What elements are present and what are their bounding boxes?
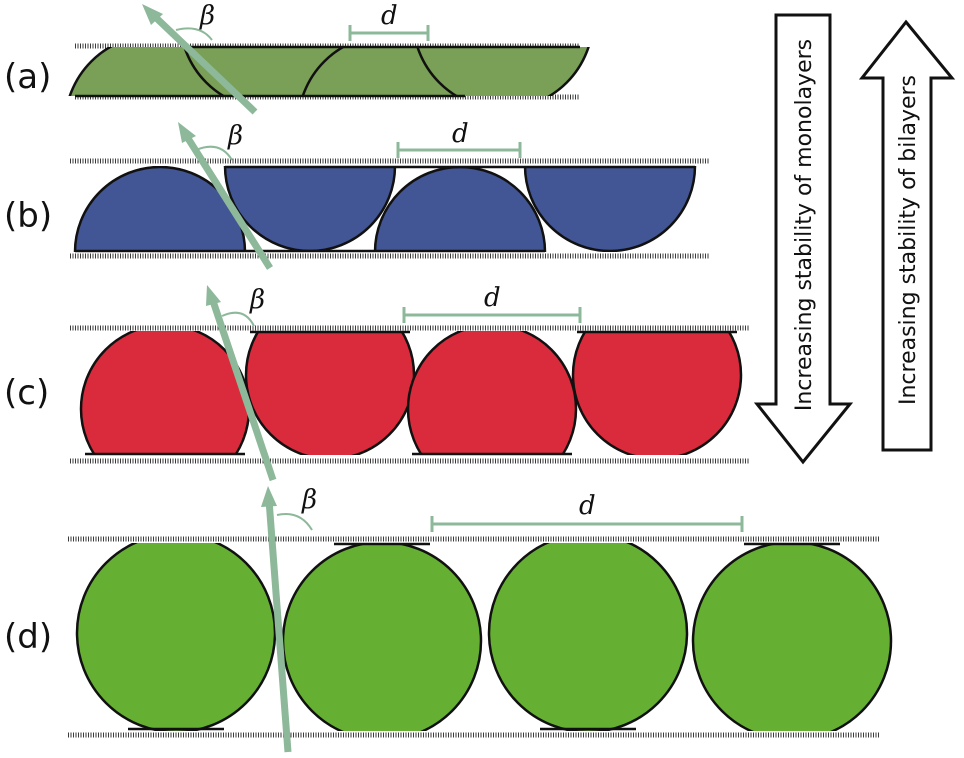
panel-b: (b) β d (4, 119, 710, 270)
panel-d: (d) β d (4, 485, 893, 753)
particle-d3 (487, 543, 689, 731)
particle-b1 (73, 166, 247, 252)
particle-c1 (79, 331, 251, 455)
beta-label-c: β (249, 285, 265, 315)
beta-label-b: β (227, 121, 243, 151)
particle-a4 (416, 47, 590, 96)
panel-label-a: (a) (4, 57, 51, 97)
angle-arc-d (276, 513, 313, 531)
d-label-a: d (381, 1, 398, 31)
particle-c4 (571, 331, 743, 455)
tilt-arrow-d (265, 499, 292, 753)
tilt-arrow-b (181, 130, 273, 270)
panel-a: (a) β d (4, 1, 590, 115)
particle-d1 (75, 543, 277, 731)
d-label-c: d (484, 283, 501, 313)
down-arrow-shape (753, 13, 854, 465)
tilt-arrowhead-d (261, 486, 277, 507)
angle-arc-a (175, 27, 213, 41)
stability-arrow-down: Increasing stability of monolayers (753, 13, 854, 465)
panel-label-b: (b) (4, 196, 52, 236)
particle-c2 (244, 331, 416, 455)
panel-c: (c) β d (4, 283, 750, 482)
tilt-arrowhead-c (206, 285, 221, 306)
beta-label-a: β (199, 1, 215, 31)
tilt-arrow-a (147, 9, 258, 115)
beta-label-d: β (301, 485, 317, 515)
tilt-arrowhead-a (142, 4, 163, 25)
d-label-b: d (452, 119, 469, 149)
monolayers-label: Increasing stability of monolayers (792, 39, 817, 411)
stability-arrow-up: Increasing stability of bilayers (858, 19, 956, 452)
bilayers-label: Increasing stability of bilayers (896, 75, 921, 405)
particle-d2 (281, 543, 483, 731)
up-arrow-shape (858, 19, 956, 452)
panel-label-d: (d) (4, 617, 52, 657)
tilt-arrowhead-b (178, 122, 196, 143)
panel-label-c: (c) (4, 373, 49, 413)
d-label-d: d (579, 491, 596, 521)
particle-c3 (406, 331, 578, 455)
tilt-arrow-c (208, 296, 277, 482)
particle-b4 (523, 166, 697, 252)
angle-arc-c (221, 311, 255, 327)
particle-d4 (691, 543, 893, 731)
angle-arc-b (195, 145, 233, 161)
